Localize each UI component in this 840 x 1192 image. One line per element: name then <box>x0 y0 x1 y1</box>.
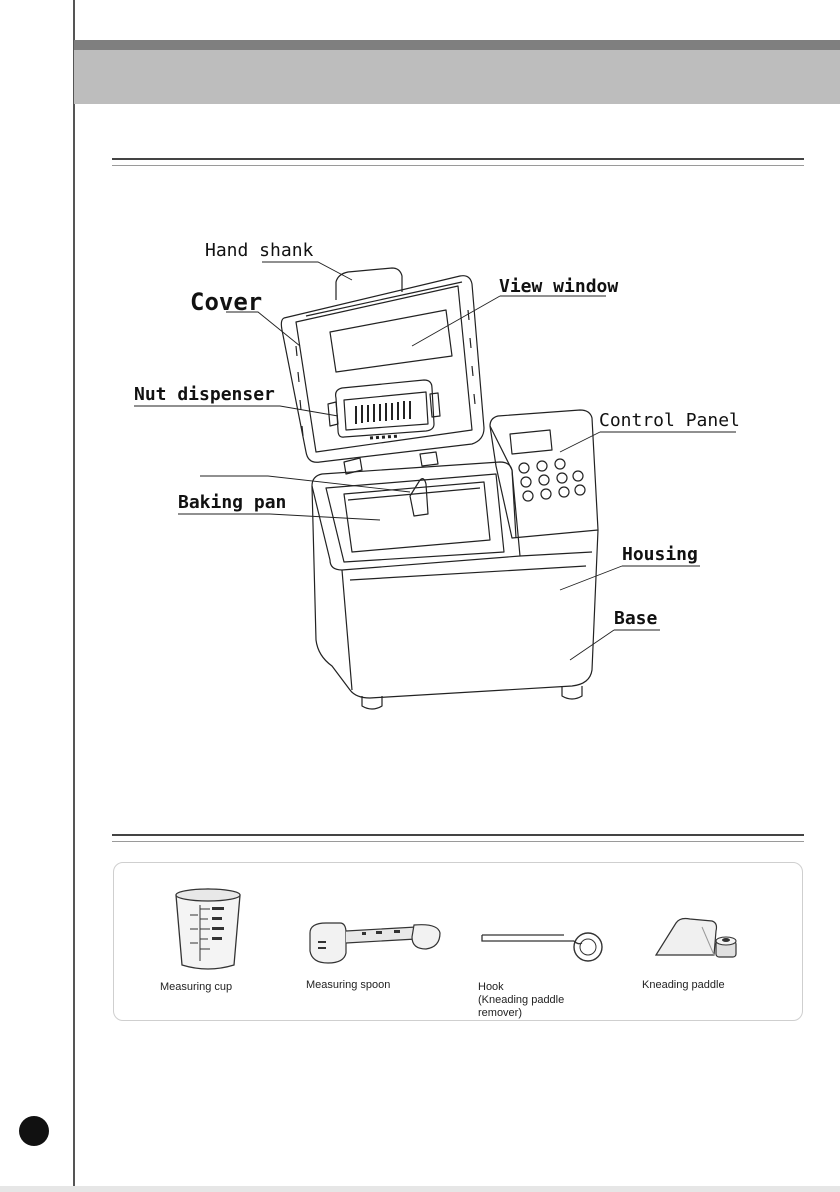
display-drawing <box>510 430 552 454</box>
label-view-window: View window <box>499 276 618 297</box>
paddle-in-pan <box>410 479 428 516</box>
label-baking-pan: Baking pan <box>178 492 286 513</box>
accessory-measuring-spoon: Measuring spoon <box>306 917 446 992</box>
caption-measuring-spoon: Measuring spoon <box>306 979 446 992</box>
kneading-paddle-icon <box>642 913 752 973</box>
label-hand-shank: Hand shank <box>205 240 313 261</box>
measuring-spoon-icon <box>306 917 446 977</box>
control-panel-housing <box>490 410 598 538</box>
label-base: Base <box>614 608 657 629</box>
housing-drawing <box>312 486 598 698</box>
hand-shank-drawing <box>336 268 402 300</box>
label-control-panel: Control Panel <box>599 410 740 431</box>
foot-right <box>562 686 582 699</box>
caption-kneading-paddle: Kneading paddle <box>642 979 752 992</box>
baking-pan-drawing <box>344 482 490 552</box>
caption-hook-line-2: (Kneading paddle <box>478 994 608 1007</box>
view-window-drawing <box>330 310 452 372</box>
caption-hook-line-3: remover) <box>478 1007 608 1020</box>
caption-measuring-cup: Measuring cup <box>160 981 256 994</box>
accessory-hook: Hook (Kneading paddle remover) <box>478 917 608 1020</box>
accessories-panel: Measuring cup Measuring spoon Hook (Knea… <box>113 862 803 1021</box>
measuring-cup-icon <box>160 885 256 975</box>
accessory-kneading-paddle: Kneading paddle <box>642 913 752 992</box>
accessory-measuring-cup: Measuring cup <box>160 885 256 994</box>
label-nut-dispenser: Nut dispenser <box>134 384 275 405</box>
nut-dispenser-drawing <box>336 380 434 437</box>
label-cover: Cover <box>190 288 262 316</box>
label-housing: Housing <box>622 544 698 565</box>
caption-hook-line-1: Hook <box>478 981 608 994</box>
hook-icon <box>478 917 608 977</box>
